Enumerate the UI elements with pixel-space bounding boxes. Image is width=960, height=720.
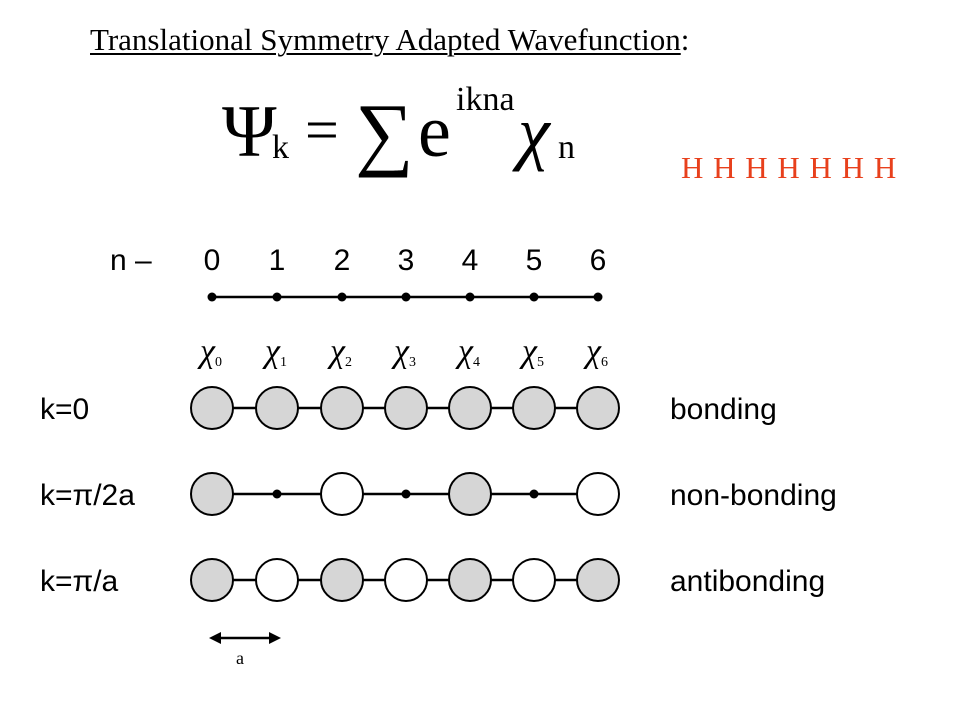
row-description-0: bonding xyxy=(670,393,777,426)
formula-sum: ∑ xyxy=(355,87,413,178)
formula-chi-subscript: n xyxy=(558,129,575,166)
orbital-empty-2-1 xyxy=(255,558,299,602)
row-description-1: non-bonding xyxy=(670,479,837,512)
row-label-0: k=0 xyxy=(40,393,89,426)
orbital-empty-2-5 xyxy=(512,558,556,602)
orbital-node-1-3 xyxy=(401,489,411,499)
slide-title-colon: : xyxy=(680,22,690,57)
orbital-empty-1-2 xyxy=(320,472,364,516)
index-number-3: 3 xyxy=(398,244,415,277)
index-number-4: 4 xyxy=(462,244,479,277)
basis-function-3: χ3 xyxy=(391,333,416,370)
orbital-node-1-5 xyxy=(529,489,539,499)
lattice-site-0 xyxy=(207,292,217,302)
orbital-filled-2-4 xyxy=(448,558,492,602)
lattice-site-6 xyxy=(593,292,603,302)
lattice-site-1 xyxy=(272,292,282,302)
row-label-2: k=π/a xyxy=(40,565,119,598)
orbital-filled-0-4 xyxy=(448,386,492,430)
index-number-2: 2 xyxy=(334,244,351,277)
row-label-1: k=π/2a xyxy=(40,479,135,512)
orbital-filled-1-4 xyxy=(448,472,492,516)
orbital-filled-2-0 xyxy=(190,558,234,602)
formula-exp-base: e xyxy=(418,91,451,173)
lattice-site-3 xyxy=(401,292,411,302)
slide-title: Translational Symmetry Adapted Wavefunct… xyxy=(90,22,689,58)
orbital-filled-0-2 xyxy=(320,386,364,430)
orbital-empty-2-3 xyxy=(384,558,428,602)
lattice-site-4 xyxy=(465,292,475,302)
spacing-arrow-head-left xyxy=(209,632,221,644)
dynamic-marks: 0 1 2 3 4 5 6 χ0 χ1 χ2 χ3 χ4 χ5 χ6 k=0 bonding k=π/2a non… xyxy=(40,244,837,602)
formula-equals: = xyxy=(305,97,339,163)
orbital-filled-1-0 xyxy=(190,472,234,516)
formula-psi: Ψ xyxy=(222,91,277,173)
orbital-filled-0-3 xyxy=(384,386,428,430)
lattice-site-5 xyxy=(529,292,539,302)
row-description-2: antibonding xyxy=(670,565,825,598)
basis-function-0: χ0 xyxy=(197,333,222,370)
index-number-6: 6 xyxy=(590,244,607,277)
formula-psi-subscript: k xyxy=(272,129,289,166)
basis-function-1: χ1 xyxy=(262,333,287,370)
basis-function-2: χ2 xyxy=(327,333,352,370)
slide-title-text: Translational Symmetry Adapted Wavefunct… xyxy=(90,22,681,57)
basis-function-5: χ5 xyxy=(519,333,544,370)
orbital-empty-1-6 xyxy=(576,472,620,516)
orbital-filled-2-6 xyxy=(576,558,620,602)
index-number-1: 1 xyxy=(269,244,286,277)
wavefunction-formula: Ψ k = ∑ e ikna χ n xyxy=(222,81,575,178)
basis-function-6: χ6 xyxy=(583,333,608,370)
orbital-filled-2-2 xyxy=(320,558,364,602)
orbital-filled-0-1 xyxy=(255,386,299,430)
index-number-0: 0 xyxy=(204,244,221,277)
spacing-label: a xyxy=(236,648,244,668)
lattice-site-2 xyxy=(337,292,347,302)
orbital-filled-0-0 xyxy=(190,386,234,430)
orbital-node-1-1 xyxy=(272,489,282,499)
spacing-arrow-head-right xyxy=(269,632,281,644)
formula-chi: χ xyxy=(512,92,552,172)
orbital-filled-0-5 xyxy=(512,386,556,430)
formula-exponent: ikna xyxy=(456,81,515,118)
orbital-filled-0-6 xyxy=(576,386,620,430)
hydrogen-chain-label: H H H H H H H xyxy=(681,150,897,185)
basis-function-4: χ4 xyxy=(455,333,480,370)
index-number-5: 5 xyxy=(526,244,543,277)
index-row-label: n – xyxy=(110,244,152,277)
